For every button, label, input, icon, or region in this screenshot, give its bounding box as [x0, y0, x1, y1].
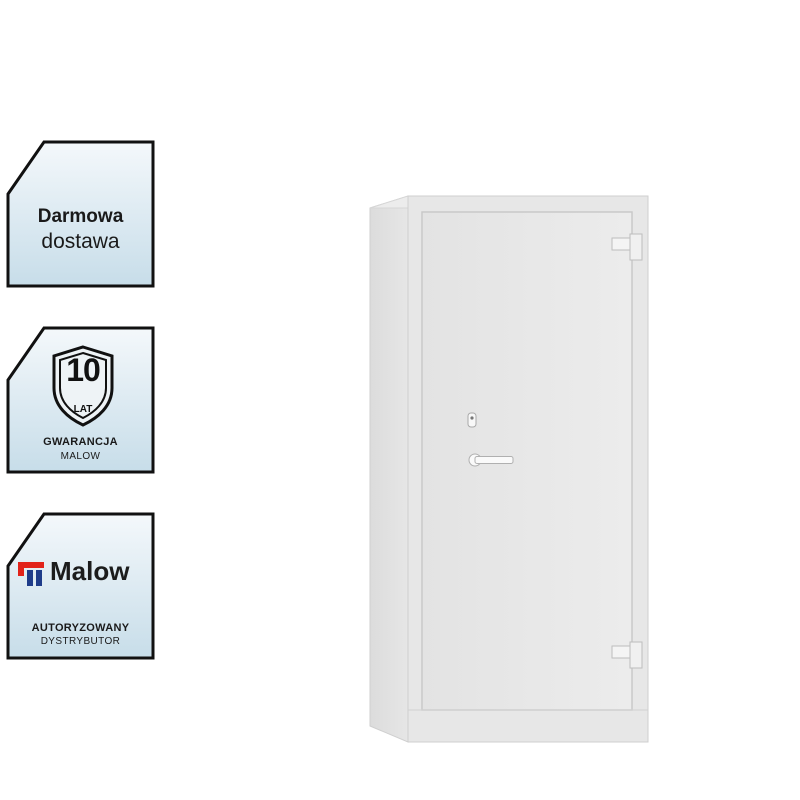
- warranty-badge: 10 LAT GWARANCJA MALOW: [6, 326, 155, 474]
- malow-logo-icon: [18, 562, 44, 586]
- warranty-line1: GWARANCJA: [43, 436, 118, 448]
- warranty-unit: LAT: [73, 404, 93, 415]
- badge-frame: [6, 140, 155, 288]
- warranty-line2: MALOW: [60, 451, 101, 462]
- distributor-line2: DYSTRYBUTOR: [40, 636, 121, 647]
- authorized-distributor-badge: Malow AUTORYZOWANY DYSTRYBUTOR: [6, 512, 155, 660]
- keyhole-icon: [467, 412, 477, 428]
- distributor-line1: AUTORYZOWANY: [31, 622, 130, 634]
- delivery-line1: Darmowa: [37, 206, 124, 227]
- brand-name: Malow: [50, 556, 130, 586]
- free-delivery-badge: Darmowa dostawa: [6, 140, 155, 288]
- badge-frame: [6, 512, 155, 660]
- safe-cabinet-image: [369, 195, 649, 743]
- top-hinge-icon: [611, 233, 643, 261]
- delivery-line2: dostawa: [41, 230, 120, 253]
- door-handle-icon: [468, 453, 514, 467]
- shield-icon: [52, 345, 114, 427]
- warranty-years: 10: [66, 352, 101, 388]
- bottom-hinge-icon: [611, 641, 643, 669]
